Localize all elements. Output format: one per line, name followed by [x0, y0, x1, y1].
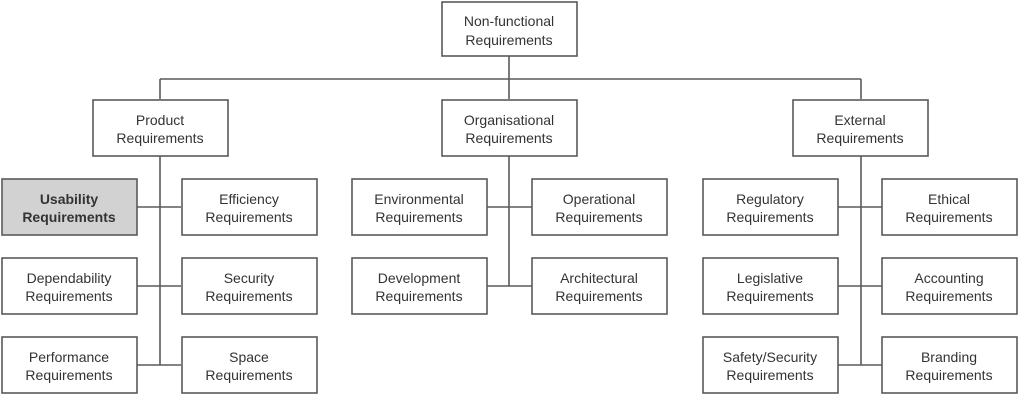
node-label-line2: Requirements [905, 209, 992, 225]
node-label-line1: Product [136, 112, 184, 128]
node-box [441, 1, 578, 57]
node-box [92, 99, 229, 157]
node-nonfunctional-requirements: Non-functional Requirements [441, 1, 578, 57]
node-environmental-requirements: Environmental Requirements [351, 178, 488, 236]
node-label-line2: Requirements [25, 288, 112, 304]
node-usability-requirements: Usability Requirements [1, 178, 138, 236]
node-box [881, 178, 1018, 236]
node-label-line1: Development [378, 270, 461, 286]
node-regulatory-requirements: Regulatory Requirements [702, 178, 839, 236]
node-label-line2: Requirements [375, 288, 462, 304]
node-box [531, 178, 668, 236]
node-box [351, 257, 488, 315]
node-label-line2: Requirements [205, 288, 292, 304]
node-box [702, 257, 839, 315]
node-legislative-requirements: Legislative Requirements [702, 257, 839, 315]
node-box [881, 257, 1018, 315]
node-label-line2: Requirements [555, 209, 642, 225]
node-label-line1: External [834, 112, 885, 128]
node-ethical-requirements: Ethical Requirements [881, 178, 1018, 236]
node-box [1, 336, 138, 394]
node-box [181, 257, 318, 315]
node-architectural-requirements: Architectural Requirements [531, 257, 668, 315]
node-box [181, 336, 318, 394]
node-label-line1: Branding [921, 349, 977, 365]
node-label-line2: Requirements [205, 367, 292, 383]
node-box [531, 257, 668, 315]
node-operational-requirements: Operational Requirements [531, 178, 668, 236]
node-box [702, 178, 839, 236]
node-label-line1: Ethical [928, 191, 970, 207]
node-efficiency-requirements: Efficiency Requirements [181, 178, 318, 236]
node-label-line1: Legislative [737, 270, 803, 286]
node-label-line1: Usability [40, 191, 99, 207]
node-label-line2: Requirements [905, 367, 992, 383]
node-product-requirements: Product Requirements [92, 99, 229, 157]
node-box [881, 336, 1018, 394]
node-performance-requirements: Performance Requirements [1, 336, 138, 394]
connectors [137, 56, 882, 366]
node-label-line2: Requirements [905, 288, 992, 304]
node-box [702, 336, 839, 394]
node-label-line1: Operational [563, 191, 635, 207]
node-label-line1: Performance [29, 349, 109, 365]
node-external-requirements: External Requirements [792, 99, 929, 157]
node-box [441, 99, 578, 157]
node-box [181, 178, 318, 236]
node-accounting-requirements: Accounting Requirements [881, 257, 1018, 315]
node-label-line2: Requirements [205, 209, 292, 225]
node-label-line2: Requirements [116, 130, 203, 146]
node-box [1, 257, 138, 315]
node-development-requirements: Development Requirements [351, 257, 488, 315]
node-label-line1: Accounting [914, 270, 983, 286]
node-box [1, 178, 138, 236]
node-label-line2: Requirements [726, 209, 813, 225]
node-label-line2: Requirements [465, 32, 552, 48]
node-safety-security-requirements: Safety/Security Requirements [702, 336, 839, 394]
node-label-line1: Security [224, 270, 275, 286]
node-security-requirements: Security Requirements [181, 257, 318, 315]
node-space-requirements: Space Requirements [181, 336, 318, 394]
node-label-line2: Requirements [375, 209, 462, 225]
node-label-line1: Architectural [560, 270, 638, 286]
node-label-line1: Efficiency [219, 191, 279, 207]
node-label-line2: Requirements [726, 367, 813, 383]
node-label-line2: Requirements [816, 130, 903, 146]
node-label-line2: Requirements [555, 288, 642, 304]
node-organisational-requirements: Organisational Requirements [441, 99, 578, 157]
node-dependability-requirements: Dependability Requirements [1, 257, 138, 315]
node-label-line2: Requirements [465, 130, 552, 146]
node-label-line1: Space [229, 349, 269, 365]
node-box [792, 99, 929, 157]
node-label-line1: Environmental [374, 191, 464, 207]
node-label-line2: Requirements [726, 288, 813, 304]
node-label-line1: Regulatory [736, 191, 804, 207]
node-label-line1: Safety/Security [723, 349, 817, 365]
node-label-line1: Organisational [464, 112, 554, 128]
node-label-line2: Requirements [25, 367, 112, 383]
node-label-line1: Dependability [27, 270, 112, 286]
node-label-line2: Requirements [22, 209, 116, 225]
node-box [351, 178, 488, 236]
node-branding-requirements: Branding Requirements [881, 336, 1018, 394]
node-label-line1: Non-functional [464, 13, 554, 29]
